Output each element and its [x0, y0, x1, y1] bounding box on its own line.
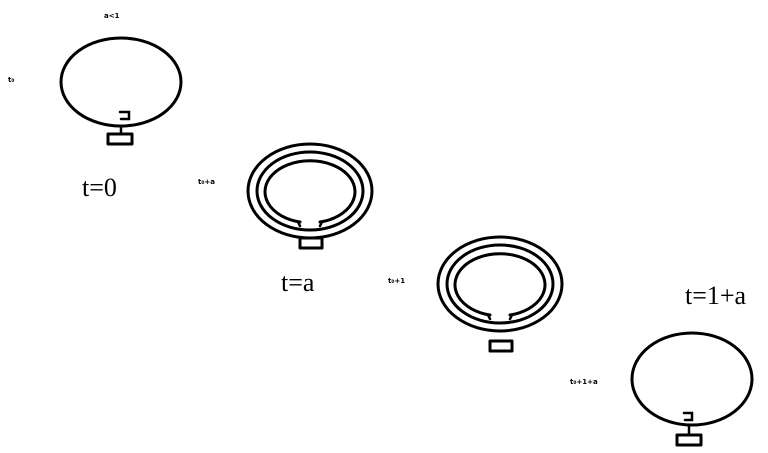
stage-1-side-mark: t₀ — [8, 76, 14, 84]
stage-3-connector — [488, 339, 514, 353]
stage-4-group: t₀+1+a t=1+a — [570, 281, 754, 447]
stage-1-top-mark: a<1 — [104, 12, 120, 20]
stage-4-time-label: t=1+a — [685, 281, 747, 310]
stage-1-group: a<1 t₀ t=0 — [8, 12, 183, 202]
stage-3-middle-ring — [445, 243, 555, 325]
stage-4-gap-mark — [682, 411, 694, 422]
stage-2-group: t₀+a t=a — [198, 142, 374, 297]
stage-2-outer-ring — [246, 142, 374, 240]
stage-4-side-mark: t₀+1+a — [570, 378, 598, 386]
stage-2-side-mark: t₀+a — [198, 178, 215, 186]
stage-2-connector — [298, 236, 324, 250]
stage-4-connector — [675, 433, 703, 447]
stage-3-inner-ring — [453, 252, 547, 317]
stage-3-outer-ring — [436, 235, 564, 333]
stage-1-connector — [106, 132, 134, 146]
stage-2-middle-ring — [255, 150, 365, 232]
stage-2-time-label: t=a — [281, 268, 315, 297]
stage-3-group: t₀+1 — [388, 235, 564, 353]
stage-2-gap-right — [318, 220, 324, 228]
stage-3-side-mark: t₀+1 — [388, 277, 405, 285]
stage-3-gap-right — [508, 313, 514, 321]
stage-1-time-label: t=0 — [82, 173, 117, 202]
stage-2-gap-left — [296, 220, 302, 228]
stage-1-gap-mark — [118, 110, 131, 121]
stage-3-gap-left — [486, 313, 492, 321]
stage-2-inner-ring — [263, 159, 357, 224]
stage-4-loop — [630, 331, 754, 427]
